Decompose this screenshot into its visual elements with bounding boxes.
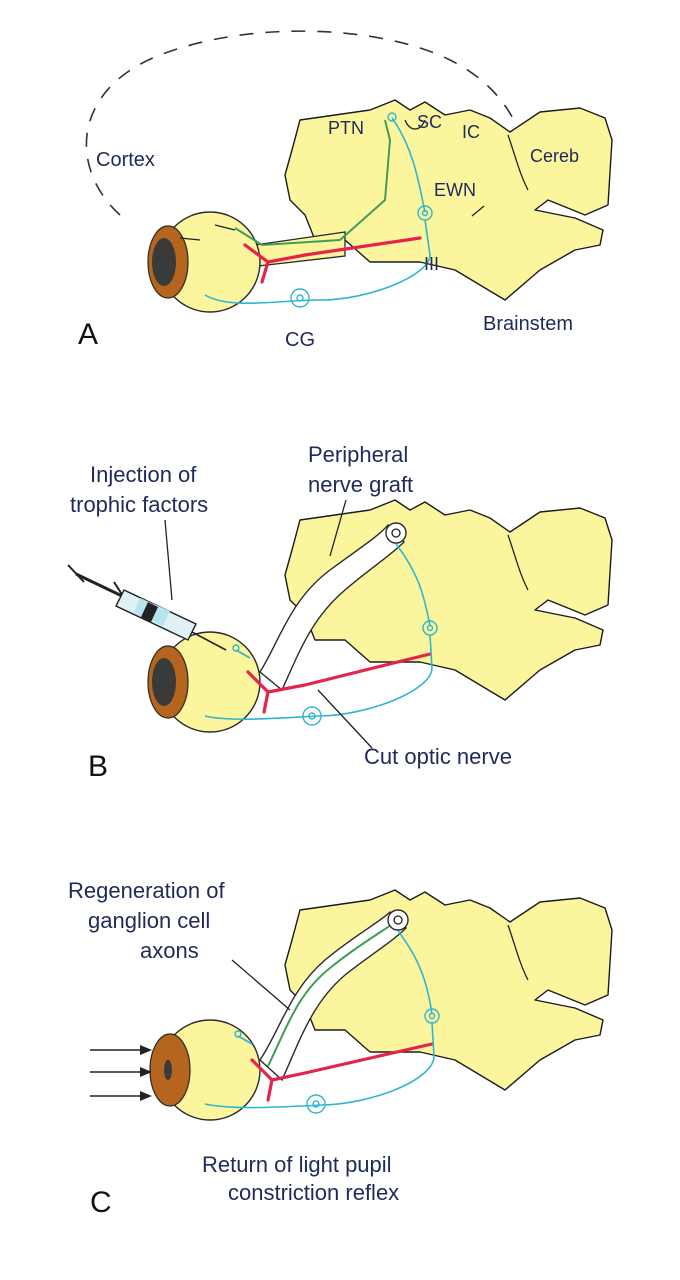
cut-nerve-label: Cut optic nerve <box>364 744 512 769</box>
ptn-neuron-a <box>387 112 397 122</box>
injection-label-2: trophic factors <box>70 492 208 517</box>
cg-label: CG <box>285 329 315 351</box>
ic-label: IC <box>462 122 480 142</box>
sc-label: SC <box>417 112 442 132</box>
pretectal-to-ew-a <box>391 117 426 213</box>
panel-a-letter: A <box>78 318 98 351</box>
regen-label-3: axons <box>140 938 199 963</box>
brainstem-label: Brainstem <box>483 313 573 335</box>
panel-a: A Cortex PTN SC IC Cereb EWN III CG Brai… <box>78 30 613 351</box>
cerebellum-fissure <box>507 134 529 191</box>
regen-label-2: ganglion cell <box>88 908 210 933</box>
cut-nerve-pointer <box>317 689 373 749</box>
graft-label-1: Peripheral <box>308 442 408 467</box>
light-arrows-icon <box>90 1045 152 1101</box>
ciliary-pathway-a <box>204 219 431 305</box>
retinal-axon-a <box>234 119 392 247</box>
syringe-icon <box>67 564 227 651</box>
eye-c <box>149 1019 261 1121</box>
cortex-label: Cortex <box>96 149 155 171</box>
tectum-notch <box>404 119 426 130</box>
injection-label-1: Injection of <box>90 462 197 487</box>
cortex-outline <box>85 30 526 216</box>
panel-b: B Injection of trophic factors Periphera… <box>67 442 613 783</box>
panel-b-letter: B <box>88 750 108 783</box>
ewn-pointer <box>471 205 485 217</box>
parasympathetic-path-c <box>250 1042 434 1102</box>
cg-neuron-a <box>290 288 310 308</box>
regen-label-1: Regeneration of <box>68 878 225 903</box>
iii-label: III <box>424 254 439 274</box>
graft-pointer <box>329 499 347 557</box>
reflex-label-1: Return of light pupil <box>202 1152 392 1177</box>
regen-pointer <box>231 959 291 1011</box>
regenerated-axon <box>267 921 396 1067</box>
injection-pointer <box>164 519 173 601</box>
panel-c: C Regeneration of ganglion cell axons Re… <box>68 878 613 1219</box>
cereb-label: Cereb <box>530 146 579 166</box>
eye-b <box>147 631 261 733</box>
ewn-label: EWN <box>434 180 476 200</box>
ptn-label: PTN <box>328 118 364 138</box>
reflex-label-2: constriction reflex <box>228 1180 399 1205</box>
parasympathetic-path-b <box>246 652 432 714</box>
brainstem-shape-c <box>284 889 613 1091</box>
parasympathetic-path-a <box>243 236 422 284</box>
eye-a <box>147 211 261 313</box>
peripheral-nerve-graft <box>259 523 405 692</box>
graft-end <box>385 522 407 544</box>
panel-c-letter: C <box>90 1186 112 1219</box>
graft-label-2: nerve graft <box>308 472 413 497</box>
